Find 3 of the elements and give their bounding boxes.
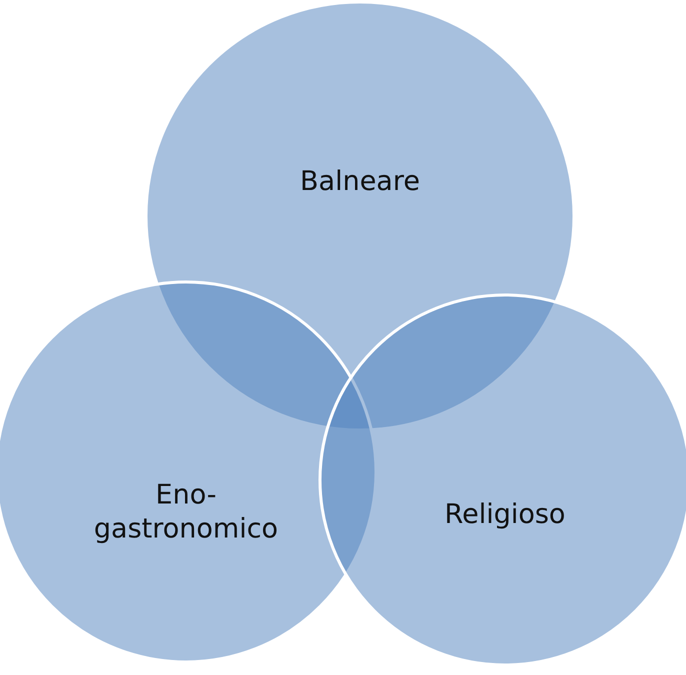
set-label: Eno- gastronomico: [92, 478, 280, 546]
set-label: Religioso: [444, 498, 566, 532]
set-label: Balneare: [299, 165, 421, 199]
